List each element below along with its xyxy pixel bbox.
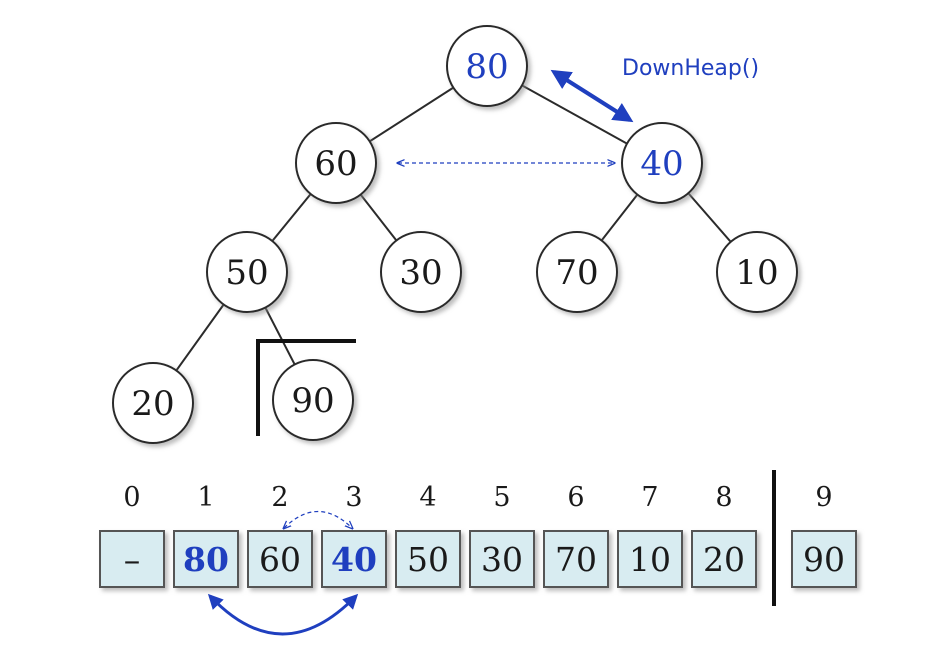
tree-node-circle	[536, 231, 618, 313]
array-compare-arrow	[284, 510, 352, 529]
tree-node-circle	[272, 359, 354, 441]
tree-node: 30	[380, 231, 462, 313]
tree-node-value: 60	[314, 144, 357, 184]
tree-node-value: 40	[640, 144, 683, 184]
array-index-label: 7	[641, 482, 658, 513]
tree-node: 70	[536, 231, 618, 313]
tree-node: 90	[272, 359, 354, 441]
array-cell	[543, 530, 609, 588]
array-swap-arrow	[207, 593, 359, 636]
tree-node: 60	[295, 122, 377, 204]
array-cell-value: 50	[407, 540, 449, 579]
array-cell-value: 70	[555, 540, 597, 579]
array-cell	[321, 530, 387, 588]
array-cell-value: 40	[331, 540, 377, 579]
array-index-label: 3	[345, 482, 362, 513]
tree-node-circle	[206, 231, 288, 313]
tree-node-value: 10	[735, 253, 778, 293]
array-index-label: 5	[493, 482, 510, 513]
array-index-label: 0	[123, 482, 140, 513]
array-cell-value: 90	[803, 540, 845, 579]
array-cell	[469, 530, 535, 588]
array-cell-value: 80	[183, 540, 229, 579]
array-index-label: 4	[419, 482, 436, 513]
array-cell	[99, 530, 165, 588]
tree-node-value: 50	[225, 253, 268, 293]
array-cell	[791, 530, 857, 588]
downheap-label: DownHeap()	[622, 56, 759, 81]
array-cell	[395, 530, 461, 588]
array-cell-value: 10	[629, 540, 671, 579]
array-cell	[691, 530, 757, 588]
tree-node-circle	[446, 25, 528, 107]
tree-nodes: 80 60 40 50 30 70 10 20 90	[112, 25, 798, 444]
tree-node: 10	[716, 231, 798, 313]
array-cell-value: –	[124, 540, 141, 579]
array-index-label: 9	[815, 482, 832, 513]
tree-node: 40	[621, 122, 703, 204]
tree-node-circle	[112, 362, 194, 444]
array-index-label: 2	[271, 482, 288, 513]
array-cell	[617, 530, 683, 588]
tree-node-value: 30	[399, 253, 442, 293]
heap-array: 0 – 1 80 2 60 3 40 4 50 5 30 6 70 7 10 8 20 9 90	[99, 482, 857, 588]
tree-node-value: 80	[465, 47, 508, 87]
array-cell-value: 20	[703, 540, 745, 579]
tree-node-value: 20	[131, 384, 174, 424]
tree-node-circle	[621, 122, 703, 204]
array-cell	[247, 530, 313, 588]
tree-node: 50	[206, 231, 288, 313]
downheap-swap-arrow	[550, 69, 634, 123]
tree-node-value: 90	[291, 381, 334, 421]
tree-node-circle	[716, 231, 798, 313]
array-index-label: 1	[197, 482, 214, 513]
array-cell-value: 60	[259, 540, 301, 579]
array-index-label: 6	[567, 482, 584, 513]
tree-node: 80	[446, 25, 528, 107]
array-index-label: 8	[715, 482, 732, 513]
tree-node-circle	[295, 122, 377, 204]
tree-node: 20	[112, 362, 194, 444]
tree-node-value: 70	[555, 253, 598, 293]
array-cell-value: 30	[481, 540, 523, 579]
tree-node-circle	[380, 231, 462, 313]
insertion-bracket	[256, 339, 356, 436]
array-cell	[173, 530, 239, 588]
